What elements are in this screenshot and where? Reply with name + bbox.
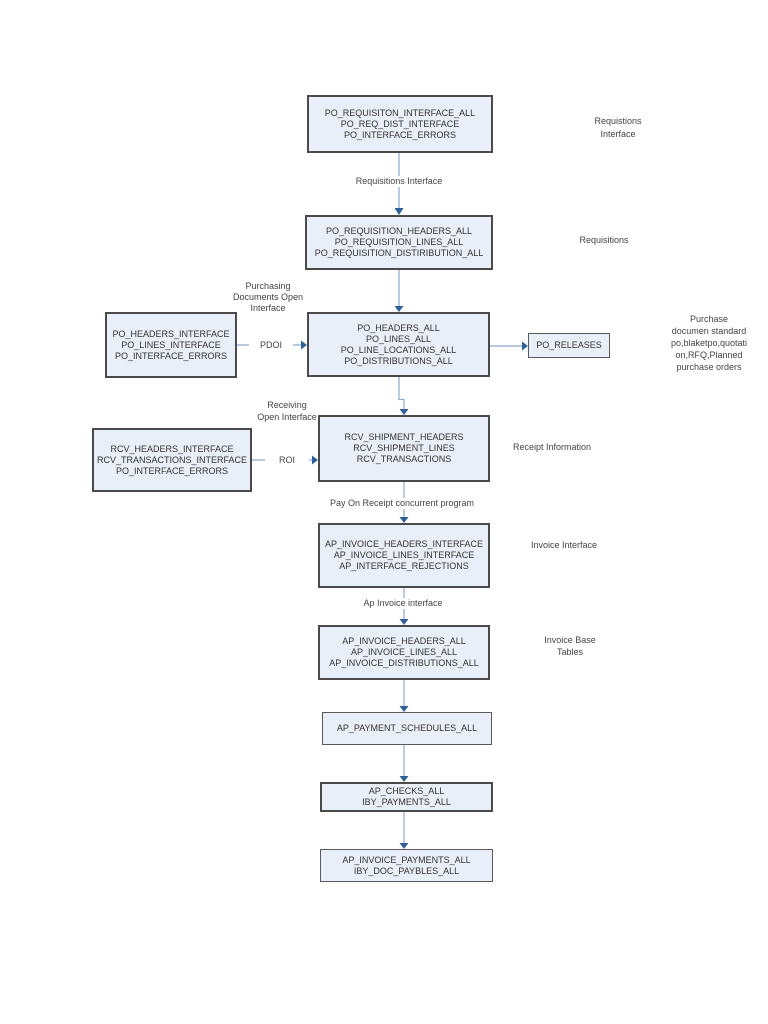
- table-name: PO_LINES_INTERFACE: [121, 339, 221, 350]
- table-name: PO_DISTRIBUTIONS_ALL: [344, 355, 453, 366]
- connector-pobase-to-rcv: [398, 377, 405, 409]
- table-name: AP_INVOICE_PAYMENTS_ALL: [342, 854, 471, 865]
- label-line: po,blaketpo,quotati: [670, 338, 748, 348]
- table-name: PO_INTERFACE_ERRORS: [114, 350, 228, 361]
- box-po-requisition-base: PO_REQUISITION_HEADERS_ALL PO_REQUISITIO…: [305, 215, 493, 270]
- box-ap-checks: AP_CHECKS_ALL IBY_PAYMENTS_ALL: [320, 782, 493, 812]
- table-name: AP_INVOICE_LINES_ALL: [350, 647, 458, 657]
- table-name: RCV_TRANSACTIONS: [356, 454, 452, 464]
- side-label-purchase-documents: Purchase documen standard po,blaketpo,qu…: [650, 313, 768, 373]
- side-label-invoice-base-tables: Invoice Base Tables: [520, 634, 620, 658]
- box-po-base: PO_HEADERS_ALL PO_LINES_ALL PO_LINE_LOCA…: [307, 312, 490, 377]
- table-name: PO_REQUISITON_INTERFACE_ALL: [324, 107, 476, 118]
- box-po-requisition-interface: PO_REQUISITON_INTERFACE_ALL PO_REQ_DIST_…: [307, 95, 493, 153]
- table-name: IBY_PAYMENTS_ALL: [362, 797, 451, 807]
- table-name: PO_HEADERS_INTERFACE: [112, 328, 230, 339]
- label-line: Receipt Information: [512, 442, 592, 452]
- label-line: Open Interface: [257, 412, 317, 422]
- label-line: Receiving: [267, 400, 307, 410]
- edge-label-roi: ROI: [265, 455, 309, 466]
- label-line: documen standard: [671, 326, 747, 336]
- label-line: Requistions: [594, 116, 642, 126]
- table-name: RCV_TRANSACTIONS_INTERFACE: [96, 454, 248, 465]
- box-ap-invoice-interface: AP_INVOICE_HEADERS_INTERFACE AP_INVOICE_…: [318, 523, 490, 588]
- table-name: AP_INVOICE_HEADERS_INTERFACE: [324, 539, 484, 549]
- arrowhead-down-icon: [399, 843, 409, 849]
- label-line: Invoice Base: [544, 635, 596, 645]
- box-ap-invoice-base: AP_INVOICE_HEADERS_ALL AP_INVOICE_LINES_…: [318, 625, 490, 680]
- side-label-receipt-information: Receipt Information: [497, 441, 607, 453]
- edge-label-purchasing-documents-open-interface: Purchasing Documents Open Interface: [218, 281, 318, 314]
- table-name: AP_INVOICE_LINES_INTERFACE: [333, 550, 475, 560]
- table-name: AP_INVOICE_HEADERS_ALL: [342, 636, 466, 646]
- label-line: Interface: [600, 129, 636, 139]
- table-name: PO_INTERFACE_ERRORS: [115, 465, 229, 476]
- label-line: Requisitions: [579, 235, 629, 245]
- table-name: IBY_DOC_PAYBLES_ALL: [353, 865, 460, 876]
- table-name: PO_HEADERS_ALL: [357, 322, 440, 333]
- table-name: RCV_HEADERS_INTERFACE: [110, 443, 234, 454]
- box-ap-invoice-payments: AP_INVOICE_PAYMENTS_ALL IBY_DOC_PAYBLES_…: [320, 849, 493, 882]
- box-po-releases: PO_RELEASES: [528, 333, 610, 358]
- edge-label-ap-invoice-interface: Ap Invoice interface: [343, 598, 463, 609]
- table-name: RCV_SHIPMENT_HEADERS: [344, 432, 464, 442]
- side-label-invoice-interface: Invoice Interface: [509, 539, 619, 551]
- edge-label-pay-on-receipt: Pay On Receipt concurrent program: [316, 498, 488, 509]
- table-name: PO_REQUISITION_HEADERS_ALL: [325, 226, 473, 236]
- table-name: PO_RELEASES: [536, 340, 602, 350]
- edge-label-pdoi: PDOI: [249, 340, 293, 351]
- label-line: on,RFQ,Planned: [675, 350, 743, 360]
- table-name: AP_INVOICE_DISTRIBUTIONS_ALL: [329, 658, 479, 668]
- box-rcv-base: RCV_SHIPMENT_HEADERS RCV_SHIPMENT_LINES …: [318, 415, 490, 482]
- table-name: RCV_SHIPMENT_LINES: [353, 443, 455, 453]
- box-ap-payment-schedules: AP_PAYMENT_SCHEDULES_ALL: [322, 712, 492, 745]
- arrowhead-down-icon: [399, 776, 409, 782]
- arrowhead-down-icon: [399, 619, 409, 625]
- table-name: AP_CHECKS_ALL: [368, 786, 445, 796]
- arrowhead-right-icon: [312, 455, 318, 465]
- label-line: Purchase: [689, 314, 729, 324]
- table-name: PO_LINES_ALL: [365, 333, 432, 344]
- label-line: Invoice Interface: [530, 540, 598, 550]
- label-line: Interface: [250, 303, 286, 313]
- box-po-interface: PO_HEADERS_INTERFACE PO_LINES_INTERFACE …: [105, 312, 237, 378]
- edge-label-receiving-open-interface: Receiving Open Interface: [232, 399, 342, 423]
- arrowhead-right-icon: [522, 341, 528, 351]
- edge-label-requisitions-interface: Requisitions Interface: [329, 176, 469, 187]
- label-line: Purchasing: [245, 281, 291, 291]
- label-line: Tables: [556, 647, 583, 657]
- arrowhead-down-icon: [394, 306, 404, 312]
- arrowhead-right-icon: [301, 340, 307, 350]
- label-line: purchase orders: [676, 362, 742, 372]
- arrowhead-down-icon: [399, 706, 409, 712]
- arrowhead-down-icon: [394, 208, 404, 215]
- table-name: PO_REQ_DIST_INTERFACE: [340, 118, 460, 129]
- table-name: AP_PAYMENT_SCHEDULES_ALL: [336, 723, 478, 733]
- table-name: PO_REQUISITION_DISTIRIBUTION_ALL: [314, 248, 484, 258]
- table-name: PO_LINE_LOCATIONS_ALL: [340, 344, 457, 355]
- table-name: AP_INTERFACE_REJECTIONS: [339, 561, 469, 571]
- side-label-requisitions-interface: Requistions Interface: [573, 115, 663, 141]
- arrowhead-down-icon: [399, 517, 409, 523]
- side-label-requisitions: Requisitions: [564, 234, 644, 246]
- table-name: PO_INTERFACE_ERRORS: [343, 129, 457, 140]
- label-line: Documents Open: [232, 292, 304, 302]
- table-name: PO_REQUISITION_LINES_ALL: [334, 237, 464, 247]
- box-rcv-interface: RCV_HEADERS_INTERFACE RCV_TRANSACTIONS_I…: [92, 428, 252, 492]
- arrowhead-down-icon: [399, 409, 409, 415]
